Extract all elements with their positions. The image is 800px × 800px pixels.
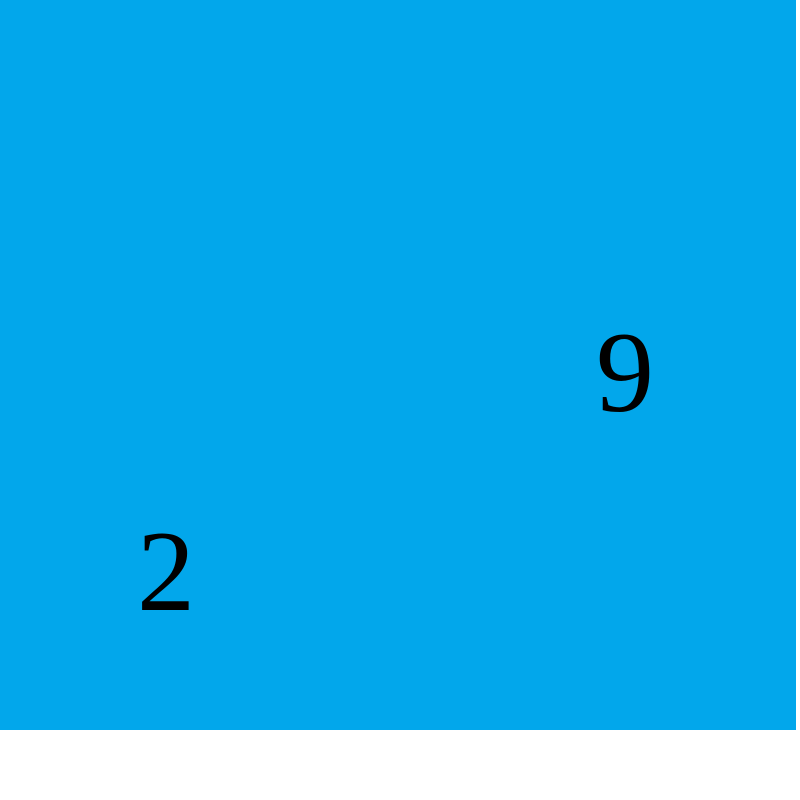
blue-panel (0, 0, 796, 730)
digit-label-two: 2 (137, 508, 195, 636)
digit-label-nine: 9 (596, 309, 654, 437)
